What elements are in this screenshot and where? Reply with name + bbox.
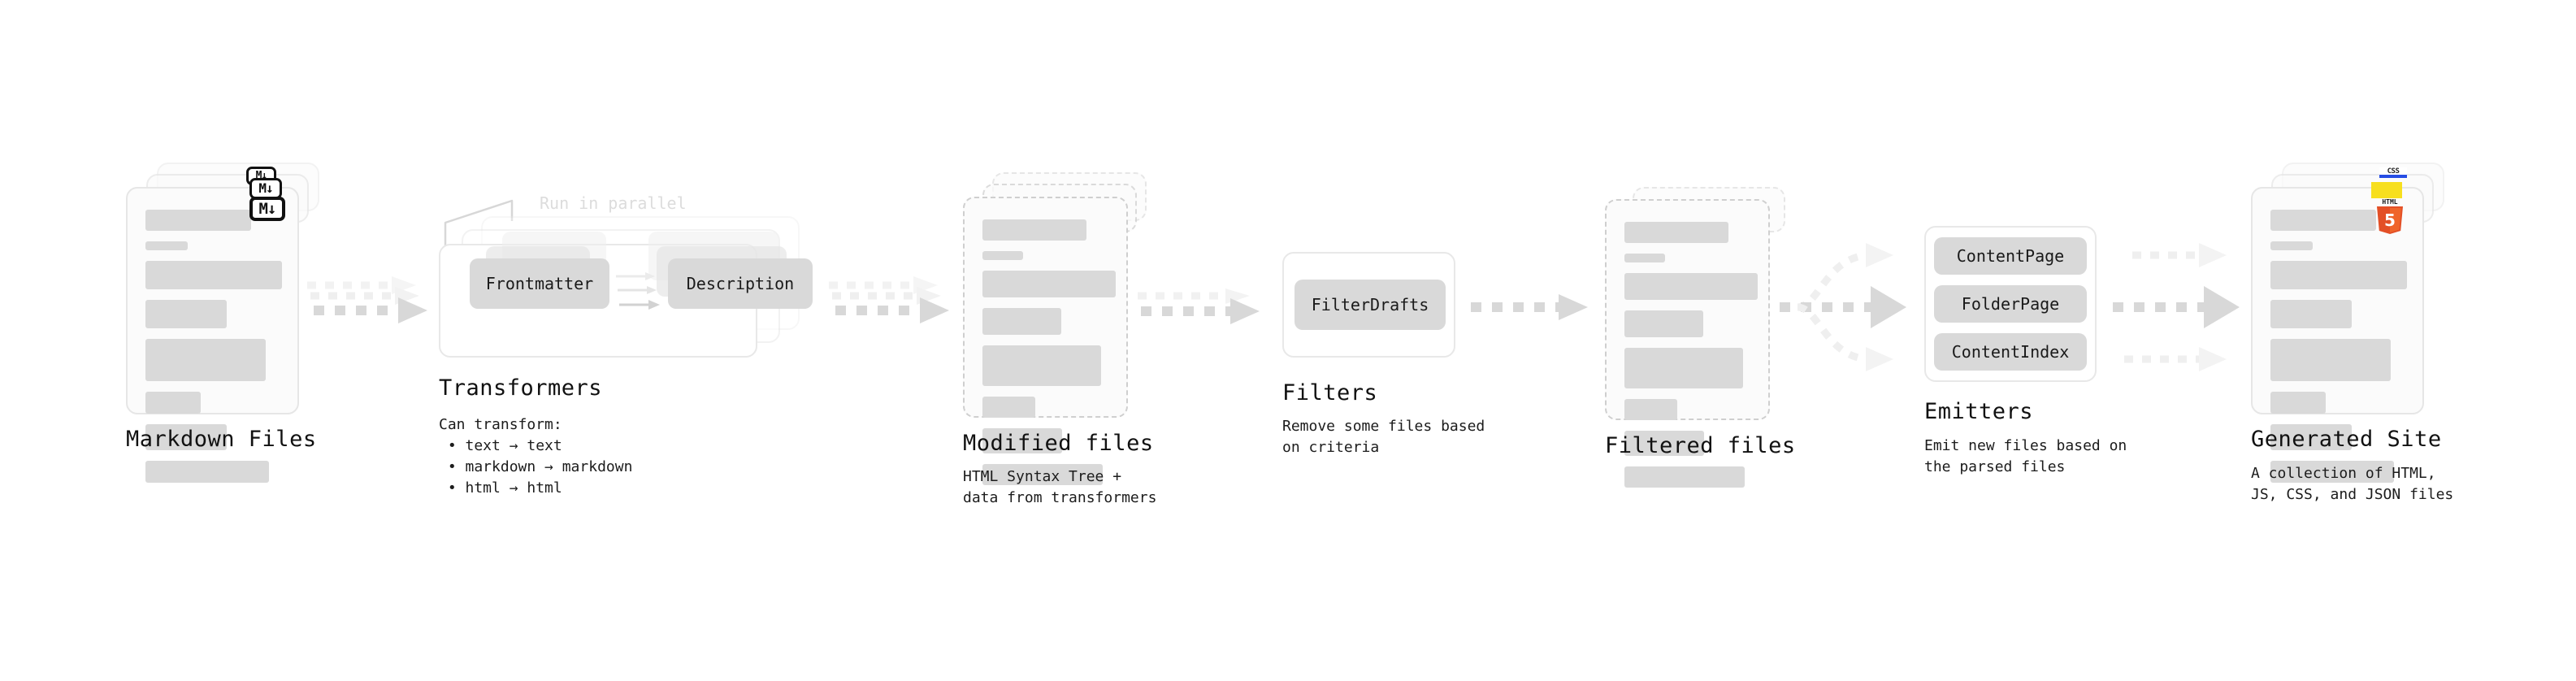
stage-title-modified-files: Modified files bbox=[963, 431, 1154, 456]
markdown-badge-letter: M bbox=[255, 170, 262, 182]
chip-folderpage[interactable]: FolderPage bbox=[1934, 285, 2087, 323]
chip-folderpage-label: FolderPage bbox=[1961, 294, 2060, 314]
css-badge: CSS bbox=[2379, 167, 2407, 178]
file-sheet-front bbox=[1605, 199, 1770, 488]
stage-title-generated-site: Generated Site bbox=[2251, 427, 2442, 452]
site-content-placeholder bbox=[2253, 189, 2422, 483]
js-badge bbox=[2371, 182, 2402, 198]
file-sheet-front bbox=[963, 197, 1128, 485]
chip-description[interactable]: Description bbox=[668, 258, 813, 309]
markdown-badge-arrow: ↓ bbox=[261, 170, 268, 182]
stage-modified-files: Modified files HTML Syntax Tree + data f… bbox=[963, 172, 1158, 506]
connector-filtered-to-emitters bbox=[1780, 236, 1926, 382]
connector-modified-to-filters bbox=[1138, 288, 1276, 326]
connector-transformers-to-modified bbox=[829, 275, 959, 325]
chip-contentpage[interactable]: ContentPage bbox=[1934, 237, 2087, 275]
stage-title-markdown-files: Markdown Files bbox=[126, 427, 317, 452]
svg-text:HTML: HTML bbox=[2382, 198, 2397, 206]
modified-file-stack bbox=[963, 172, 1158, 485]
stage-filtered-files: Filtered files bbox=[1605, 187, 1800, 488]
svg-text:5: 5 bbox=[2384, 210, 2396, 230]
stage-title-filtered-files: Filtered files bbox=[1605, 433, 1796, 458]
chip-filterdrafts-label: FilterDrafts bbox=[1311, 295, 1429, 314]
stage-subtitle-emitters: Emit new files based on the parsed files bbox=[1924, 437, 2127, 476]
generated-site-stack: CSS HTML 5 bbox=[2251, 163, 2454, 483]
stage-generated-site: CSS HTML 5 Generated Site A collection o… bbox=[2251, 163, 2454, 503]
chip-frontmatter-label: Frontmatter bbox=[485, 274, 594, 293]
markdown-file-stack: M↓ M↓ M↓ bbox=[126, 163, 329, 483]
chip-contentindex[interactable]: ContentIndex bbox=[1934, 333, 2087, 371]
filtered-file-stack bbox=[1605, 187, 1800, 488]
chip-contentpage-label: ContentPage bbox=[1956, 246, 2065, 266]
stage-subtitle-transformers: Can transform: • text → text • markdown … bbox=[439, 416, 633, 497]
connector-filters-to-filtered bbox=[1471, 293, 1601, 322]
stage-title-filters: Filters bbox=[1282, 380, 1378, 406]
chip-contentindex-label: ContentIndex bbox=[1951, 342, 2070, 362]
file-content-placeholder bbox=[1607, 201, 1768, 488]
stage-markdown-files: M↓ M↓ M↓ Markdown Files bbox=[126, 163, 329, 483]
file-content-placeholder bbox=[965, 198, 1126, 485]
connector-md-to-transformers bbox=[307, 275, 437, 325]
run-in-parallel-bracket bbox=[444, 197, 533, 247]
run-in-parallel-label: Run in parallel bbox=[540, 193, 687, 213]
html5-badge: HTML 5 bbox=[2373, 197, 2407, 236]
css-badge-label: CSS bbox=[2387, 167, 2400, 176]
file-sheet-front bbox=[126, 187, 299, 483]
markdown-badge-front: M↓ bbox=[249, 197, 285, 221]
transformer-inner-arrows bbox=[616, 272, 666, 313]
stage-title-transformers: Transformers bbox=[439, 375, 603, 401]
file-content-placeholder bbox=[128, 189, 297, 483]
connector-emitters-to-site bbox=[2113, 236, 2259, 382]
chip-frontmatter[interactable]: Frontmatter bbox=[470, 258, 609, 309]
chip-description-label: Description bbox=[686, 274, 795, 293]
stage-subtitle-generated-site: A collection of HTML, JS, CSS, and JSON … bbox=[2251, 465, 2454, 504]
stage-subtitle-filters: Remove some files based on criteria bbox=[1282, 418, 1485, 457]
stage-subtitle-modified-files: HTML Syntax Tree + data from transformer… bbox=[963, 468, 1157, 507]
chip-filterdrafts[interactable]: FilterDrafts bbox=[1295, 280, 1446, 330]
stage-title-emitters: Emitters bbox=[1924, 399, 2034, 424]
